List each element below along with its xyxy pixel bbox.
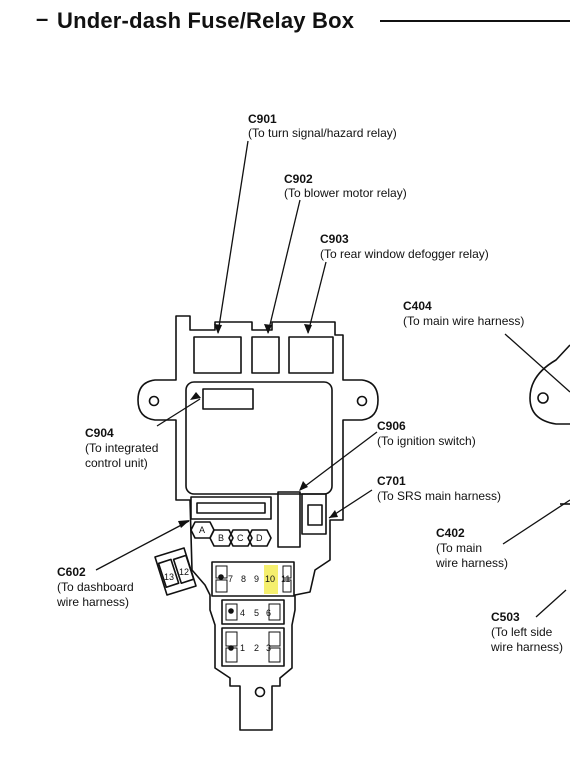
connector-block-middle bbox=[221, 599, 285, 625]
adjacent-box-hole bbox=[537, 392, 549, 404]
connector-c906 bbox=[277, 491, 301, 548]
callout-c404-code: C404 bbox=[403, 299, 432, 313]
callout-c901-desc: (To turn signal/hazard relay) bbox=[248, 126, 397, 140]
callout-c503-code: C503 bbox=[491, 610, 520, 624]
terminal-12-box bbox=[172, 554, 195, 585]
terminal-2-label: 2 bbox=[254, 643, 259, 653]
callout-c904-desc-line1: (To integrated bbox=[85, 441, 158, 455]
callout-c404-desc: (To main wire harness) bbox=[403, 314, 524, 328]
callout-c402-desc-line1: (To main bbox=[436, 541, 482, 555]
leader-c404 bbox=[504, 333, 570, 393]
leader-c503 bbox=[535, 589, 567, 618]
pin-cell bbox=[268, 603, 281, 621]
pin-cell bbox=[282, 565, 292, 579]
terminal-6-label: 6 bbox=[266, 608, 271, 618]
pin-dot bbox=[228, 645, 234, 651]
fuse-box-outline bbox=[137, 315, 379, 731]
arrowhead-c904 bbox=[190, 392, 201, 400]
leader-c901 bbox=[217, 140, 249, 334]
adjacent-box-outline bbox=[529, 344, 570, 425]
relay-socket-c903 bbox=[288, 336, 334, 374]
pin-cell bbox=[225, 631, 238, 647]
title-rule bbox=[380, 20, 570, 22]
connector-c701-inner bbox=[307, 504, 323, 526]
callout-c902-code: C902 bbox=[284, 172, 313, 186]
terminal-13-box bbox=[157, 558, 180, 589]
mount-hole-bottom bbox=[254, 686, 266, 698]
terminal-8-label: 8 bbox=[241, 574, 246, 584]
arrowhead-c903 bbox=[304, 324, 312, 334]
title-dash: – bbox=[36, 6, 49, 31]
leader-c904 bbox=[156, 398, 201, 427]
arrowhead-c902 bbox=[264, 324, 272, 334]
relay-socket-c901 bbox=[193, 336, 242, 374]
arrowhead-c906 bbox=[299, 481, 308, 491]
callout-c904-desc-line2: control unit) bbox=[85, 456, 148, 470]
leader-c906 bbox=[299, 431, 378, 491]
terminal-10-label: 10 bbox=[265, 574, 275, 584]
mount-hole-right bbox=[356, 395, 368, 407]
terminal-d-label: D bbox=[256, 533, 263, 543]
connector-c701 bbox=[301, 493, 327, 535]
terminal-b-label: B bbox=[218, 533, 224, 543]
terminal-7-label: 7 bbox=[228, 574, 233, 584]
terminal-9-label: 9 bbox=[254, 574, 259, 584]
callout-c903-code: C903 bbox=[320, 232, 349, 246]
page-title: Under-dash Fuse/Relay Box bbox=[57, 8, 355, 33]
terminal-c-shape bbox=[228, 529, 253, 547]
connector-block-lower bbox=[221, 627, 285, 667]
mount-hole-left bbox=[148, 395, 160, 407]
terminal-a-label: A bbox=[199, 525, 205, 535]
pin-cell bbox=[268, 631, 281, 647]
inner-panel bbox=[185, 381, 333, 495]
terminal-11-label: 11 bbox=[281, 574, 290, 584]
leader-c903 bbox=[307, 261, 327, 334]
callout-c701-desc: (To SRS main harness) bbox=[377, 489, 501, 503]
terminal-1-label: 1 bbox=[240, 643, 245, 653]
callout-c602-desc-line2: wire harness) bbox=[56, 595, 129, 609]
arrowhead-c701 bbox=[329, 510, 338, 518]
callout-c906-desc: (To ignition switch) bbox=[377, 434, 476, 448]
callout-c903-desc: (To rear window defogger relay) bbox=[320, 247, 489, 261]
terminal-3-label: 3 bbox=[266, 643, 271, 653]
callout-c906-code: C906 bbox=[377, 419, 406, 433]
callout-c402-desc-line2: wire harness) bbox=[435, 556, 508, 570]
connector-c602-socket bbox=[190, 496, 272, 520]
arrowhead-c602 bbox=[178, 520, 190, 528]
terminal-b-shape bbox=[209, 529, 234, 547]
pin-dot bbox=[218, 574, 224, 580]
terminal-5-label: 5 bbox=[254, 608, 259, 618]
callout-c904-code: C904 bbox=[85, 426, 114, 440]
leader-c902 bbox=[267, 199, 301, 334]
connector-c602-slot bbox=[196, 502, 266, 514]
callout-c902-desc: (To blower motor relay) bbox=[284, 186, 407, 200]
arrowhead-c901 bbox=[214, 324, 222, 334]
callout-c503-desc-line1: (To left side bbox=[491, 625, 553, 639]
pin-cell bbox=[225, 603, 238, 621]
callout-c602-desc-line1: (To dashboard bbox=[57, 580, 134, 594]
callout-c701-code: C701 bbox=[377, 474, 406, 488]
pin-dot bbox=[228, 608, 234, 614]
terminal-12-label: 12 bbox=[179, 567, 189, 577]
terminal-13-label: 13 bbox=[164, 572, 174, 582]
callout-c402-code: C402 bbox=[436, 526, 465, 540]
pin-cell bbox=[282, 579, 292, 593]
terminal-d-shape bbox=[247, 529, 272, 547]
relay-socket-c902 bbox=[251, 336, 280, 374]
connector-c904 bbox=[202, 388, 254, 410]
terminal-4-label: 4 bbox=[240, 608, 245, 618]
leader-c602 bbox=[95, 520, 190, 571]
header: – Under-dash Fuse/Relay Box bbox=[0, 0, 570, 48]
terminal-10-highlight bbox=[264, 565, 278, 594]
callout-c602-code: C602 bbox=[57, 565, 86, 579]
pin-cell bbox=[268, 647, 281, 663]
connector-c602-plug bbox=[154, 547, 197, 596]
terminal-c-label: C bbox=[237, 533, 244, 543]
leader-c402 bbox=[502, 499, 570, 545]
pin-cell bbox=[215, 579, 228, 593]
callout-c901-code: C901 bbox=[248, 112, 277, 126]
callout-c503-desc-line2: wire harness) bbox=[490, 640, 563, 654]
connector-block-upper bbox=[211, 561, 295, 597]
